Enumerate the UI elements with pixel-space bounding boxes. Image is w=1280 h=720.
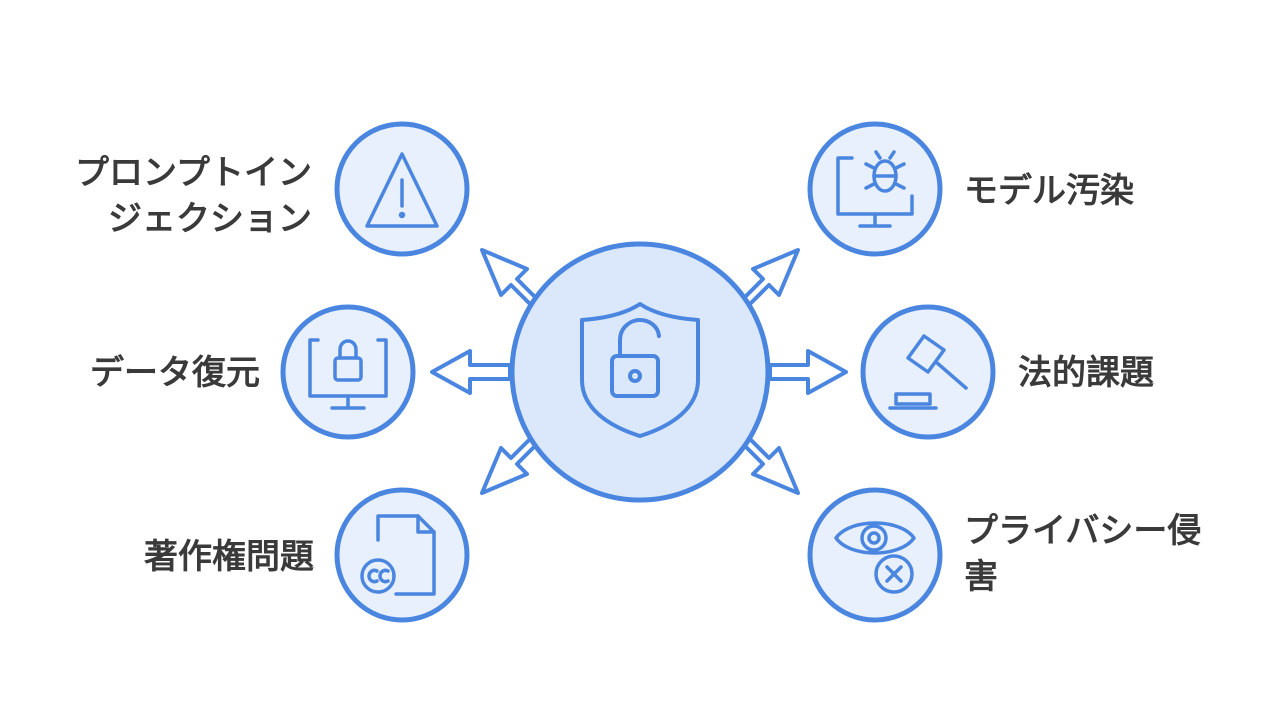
label-prompt-injection-line-1: プロンプトイン <box>75 153 312 193</box>
label-legal-text: 法的課題 <box>1018 353 1154 393</box>
label-legal: 法的課題 <box>1018 350 1178 396</box>
center-hub <box>509 241 771 503</box>
label-copyright-text: 著作権問題 <box>144 537 314 577</box>
label-prompt-injection-line-2: ジェクション <box>108 199 312 239</box>
label-copyright: 著作権問題 <box>100 534 314 580</box>
arrow-to-data-recovery <box>430 349 512 395</box>
shield-unlocked-icon <box>580 302 700 438</box>
node-privacy <box>807 487 943 623</box>
label-data-recovery: データ復元 <box>60 350 260 396</box>
eye-blocked-icon <box>834 521 916 594</box>
label-data-recovery-text: データ復元 <box>90 353 260 393</box>
label-prompt-injection: プロンプトイン ジェクション <box>40 150 312 242</box>
label-privacy: プライバシー侵 害 <box>964 508 1244 600</box>
document-cc-icon <box>360 514 436 596</box>
label-model-poisoning: モデル汚染 <box>964 168 1164 214</box>
node-model-poisoning <box>807 121 943 257</box>
monitor-lock-icon <box>308 338 388 410</box>
node-prompt-injection <box>334 121 470 257</box>
node-data-recovery <box>280 304 416 440</box>
node-copyright <box>334 487 470 623</box>
gavel-icon <box>888 334 968 410</box>
warning-triangle-icon <box>365 152 439 228</box>
arrow-to-legal <box>768 349 848 395</box>
monitor-bug-icon <box>836 150 914 228</box>
label-model-poisoning-text: モデル汚染 <box>964 171 1134 211</box>
label-privacy-line-2: 害 <box>964 557 998 597</box>
node-legal <box>860 304 996 440</box>
label-privacy-line-1: プライバシー侵 <box>964 511 1202 551</box>
